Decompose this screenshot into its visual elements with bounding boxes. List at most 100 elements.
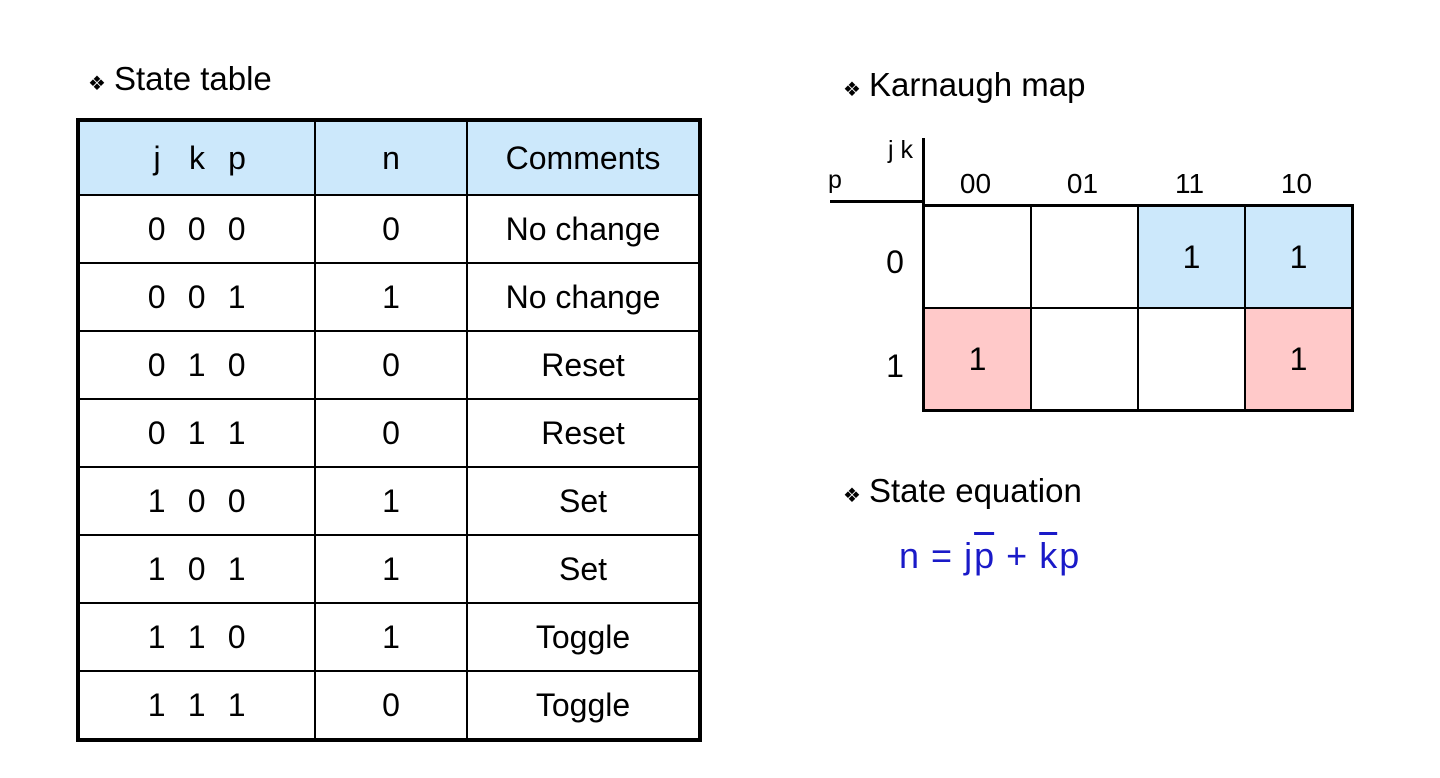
cell-input-p: 0: [227, 482, 247, 519]
cell-input-k: 1: [187, 346, 207, 383]
equation-token-plus: +: [1006, 535, 1028, 576]
kmap-cell-r1-c3: 1: [1244, 307, 1354, 412]
cell-input-p: 1: [227, 278, 247, 315]
state-table-heading-label: State table: [114, 60, 272, 97]
cell-input-p: 0: [227, 346, 247, 383]
cell-next-state: 1: [314, 602, 468, 672]
column-header-k: k: [189, 139, 205, 176]
diamond-bullet-icon: ❖: [843, 485, 861, 507]
cell-input-k: 1: [187, 414, 207, 451]
diamond-bullet-icon: ❖: [843, 79, 861, 101]
kmap-axis-vertical-rule: [922, 138, 925, 204]
cell-input-j: 0: [147, 414, 167, 451]
kmap-column-axis-label: j k: [888, 136, 913, 164]
kmap-cell-r0-c2: 1: [1137, 204, 1246, 309]
cell-comment: Set: [466, 466, 701, 536]
kmap-column-header-10: 10: [1280, 168, 1313, 199]
cell-input-k: 0: [187, 482, 207, 519]
kmap-column-header-00: 00: [959, 168, 992, 199]
kmap-column-headers: 00 01 11 10: [922, 170, 1350, 198]
cell-next-state: 1: [314, 466, 468, 536]
cell-input-j: 0: [147, 278, 167, 315]
cell-input-j: 1: [147, 550, 167, 587]
karnaugh-map-heading-label: Karnaugh map: [869, 66, 1086, 103]
cell-comment: Toggle: [466, 670, 701, 741]
cell-comment: Set: [466, 534, 701, 604]
cell-comment: Reset: [466, 330, 701, 400]
cell-next-state: 1: [314, 262, 468, 332]
equation-token-p: p: [1059, 535, 1080, 576]
equation-token-equals: =: [931, 535, 953, 576]
karnaugh-map-heading: ❖ Karnaugh map: [843, 68, 1085, 101]
cell-next-state: 1: [314, 534, 468, 604]
equation-token-j: j: [964, 535, 973, 576]
state-equation-heading-label: State equation: [869, 472, 1082, 509]
cell-input-j: 0: [147, 346, 167, 383]
cell-input-j: 1: [147, 618, 167, 655]
kmap-cell-r0-c3: 1: [1244, 204, 1354, 309]
cell-comment: No change: [466, 194, 701, 264]
column-header-p: p: [228, 139, 246, 176]
cell-input-p: 1: [227, 414, 247, 451]
column-header-j: j: [153, 139, 161, 176]
kmap-row-axis-label: p: [828, 166, 842, 194]
equation-token-p-negated: p: [974, 535, 995, 576]
column-header-comments: Comments: [466, 119, 701, 196]
equation-token-k-negated: k: [1039, 535, 1058, 576]
kmap-axis-horizontal-rule: [830, 200, 925, 203]
cell-input-j: 1: [147, 482, 167, 519]
kmap-cell-r1-c0: 1: [922, 307, 1032, 412]
cell-comment: No change: [466, 262, 701, 332]
cell-input-p: 0: [227, 618, 247, 655]
cell-input-p: 1: [227, 550, 247, 587]
cell-input-j: 1: [147, 686, 167, 723]
cell-comment: Reset: [466, 398, 701, 468]
kmap-row-header-1: 1: [886, 348, 904, 384]
cell-next-state: 0: [314, 670, 468, 741]
kmap-column-header-11: 11: [1174, 168, 1205, 199]
kmap-column-header-01: 01: [1066, 168, 1099, 199]
kmap-cell-r0-c0: [922, 204, 1032, 309]
cell-input-p: 0: [227, 210, 247, 247]
cell-next-state: 0: [314, 398, 468, 468]
kmap-cell-r0-c1: [1030, 204, 1139, 309]
cell-next-state: 0: [314, 330, 468, 400]
kmap-row-header-0: 0: [886, 244, 904, 280]
cell-input-k: 0: [187, 210, 207, 247]
cell-input-k: 1: [187, 618, 207, 655]
column-header-next-state: n: [314, 119, 468, 196]
diamond-bullet-icon: ❖: [88, 73, 106, 95]
cell-input-k: 1: [187, 686, 207, 723]
state-equation-heading: ❖ State equation: [843, 474, 1082, 507]
state-table-heading: ❖ State table: [88, 62, 272, 95]
cell-input-k: 0: [187, 550, 207, 587]
cell-input-k: 0: [187, 278, 207, 315]
state-equation-formula: n = jp + kp: [898, 534, 1080, 577]
cell-input-j: 0: [147, 210, 167, 247]
